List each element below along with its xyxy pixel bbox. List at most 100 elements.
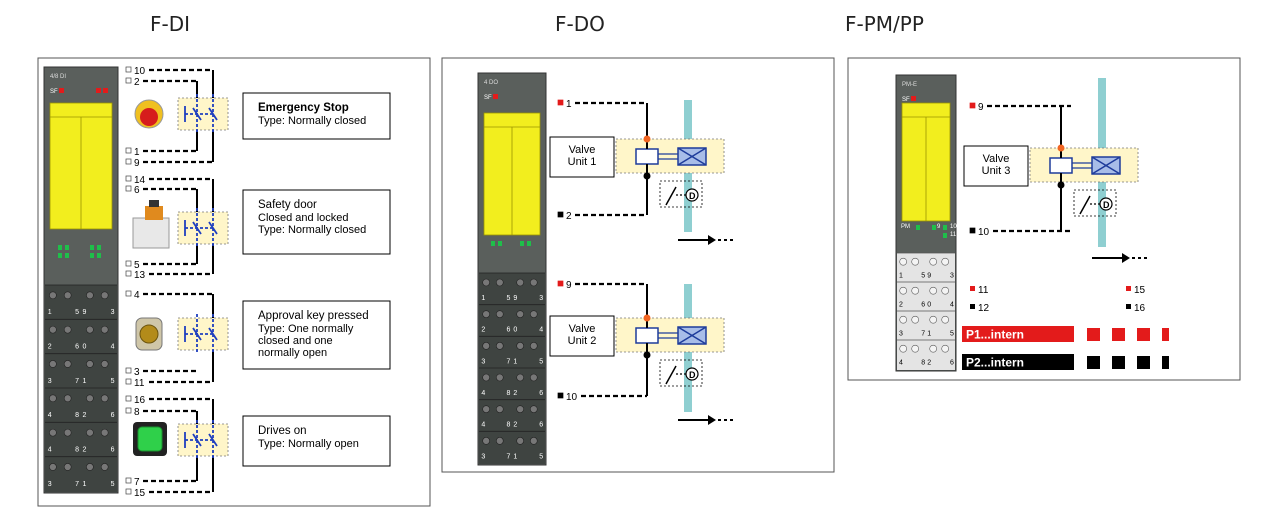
terminal-screw — [100, 428, 109, 437]
terminal-screw — [86, 291, 94, 300]
terminal-number: 2 — [82, 412, 86, 419]
terminal-screw — [899, 257, 908, 266]
pm-label: PM — [901, 224, 910, 230]
terminal-number: 7 — [507, 453, 511, 460]
device-description: Closed and locked — [258, 212, 349, 224]
terminal-screw — [100, 360, 109, 368]
coil-icon — [1049, 157, 1073, 174]
device-description: normally open — [258, 347, 327, 359]
terminal-screw — [529, 373, 538, 382]
device-description: Type: One normally — [258, 323, 354, 335]
switch-symbol — [184, 420, 218, 460]
junction-dot — [643, 351, 651, 359]
junction-dot — [1057, 181, 1065, 189]
terminal-number: 5 — [134, 260, 140, 271]
terminal-number: 1 — [48, 309, 52, 316]
device-description: Type: Normally open — [258, 438, 359, 450]
terminal-screw — [899, 286, 908, 295]
terminal-screw — [63, 325, 72, 334]
valve-label: Valve — [569, 323, 596, 335]
terminal-marker — [125, 395, 132, 402]
valve-frame — [615, 317, 725, 353]
terminal-number: 8 — [921, 360, 925, 367]
terminal-number: 9 — [134, 158, 140, 169]
valve-label: Unit 3 — [982, 165, 1011, 177]
terminal-screw — [495, 278, 504, 287]
terminal-number: 5 — [539, 358, 543, 365]
terminal-number: 10 — [134, 66, 146, 77]
terminal-screw — [63, 428, 72, 437]
terminal-number: 5 — [111, 481, 115, 488]
key-switch-lock — [139, 324, 159, 344]
terminal-number: 9 — [82, 309, 86, 316]
device-title: Safety door — [258, 199, 317, 211]
terminal-screw — [100, 394, 109, 403]
terminal-screw — [482, 342, 490, 350]
intern-dash — [1162, 356, 1169, 369]
sf-label: SF — [902, 97, 910, 103]
terminal-marker — [125, 378, 132, 385]
terminal-screw — [529, 405, 538, 413]
terminal-screw — [86, 463, 94, 471]
terminal-number: 5 — [111, 378, 115, 385]
terminal-area — [897, 253, 955, 370]
terminal-number: 9 — [978, 102, 984, 113]
intern-bar-1: P1...intern — [962, 326, 1169, 342]
terminal-number: 8 — [507, 390, 511, 397]
terminal-screw — [941, 286, 950, 295]
intern-bar — [962, 326, 1074, 342]
terminal-marker — [125, 477, 132, 484]
switch-blade — [192, 221, 202, 235]
channel-led — [90, 253, 94, 258]
terminal-number: 1 — [899, 273, 903, 280]
terminal-screw — [929, 344, 938, 353]
heading-fpm: F-PM/PP — [845, 12, 924, 36]
channel-led — [97, 253, 101, 258]
terminal-number: 7 — [75, 378, 79, 385]
device-description: Type: Normally closed — [258, 224, 366, 236]
terminal-number: 1 — [82, 378, 86, 385]
terminal-screw — [516, 437, 524, 445]
terminal-screw — [86, 360, 94, 368]
terminal-number: 6 — [111, 447, 115, 454]
terminal-screw — [529, 437, 538, 445]
terminal-screw — [941, 315, 950, 324]
terminal-number: 15 — [134, 488, 146, 499]
emergency-stop-icon — [134, 99, 164, 129]
terminal-number: 1 — [134, 147, 140, 158]
terminal-number: 8 — [75, 412, 79, 419]
sensor-contact — [1079, 195, 1091, 215]
terminal-marker — [125, 488, 132, 495]
intern-bar — [962, 354, 1074, 370]
terminal-number: 5 — [921, 273, 925, 280]
terminal-marker — [125, 66, 132, 73]
terminal-screw — [49, 428, 57, 437]
terminal-screw — [100, 291, 109, 300]
terminal-number: 7 — [921, 331, 925, 338]
led-label: 10 — [950, 224, 957, 230]
terminal-number: 4 — [950, 302, 954, 309]
terminal-screw — [100, 325, 109, 334]
switch-symbol — [184, 314, 218, 354]
terminal-screw — [929, 315, 938, 324]
description-box — [242, 189, 391, 255]
terminal-number: 8 — [134, 407, 140, 418]
module-label: 4/8 DI — [50, 74, 66, 80]
channel-led — [520, 241, 524, 246]
terminal-marker — [125, 175, 132, 182]
coil-icon — [635, 148, 659, 165]
sensor-frame — [1073, 189, 1117, 217]
terminal-number: 5 — [75, 309, 79, 316]
door-switch-head — [149, 200, 159, 207]
terminal-number: 4 — [48, 447, 52, 454]
terminal-screw — [495, 342, 504, 350]
device-title: Approval key pressed — [258, 310, 369, 322]
terminal-marker — [1126, 286, 1131, 291]
terminal-screw — [495, 373, 504, 382]
